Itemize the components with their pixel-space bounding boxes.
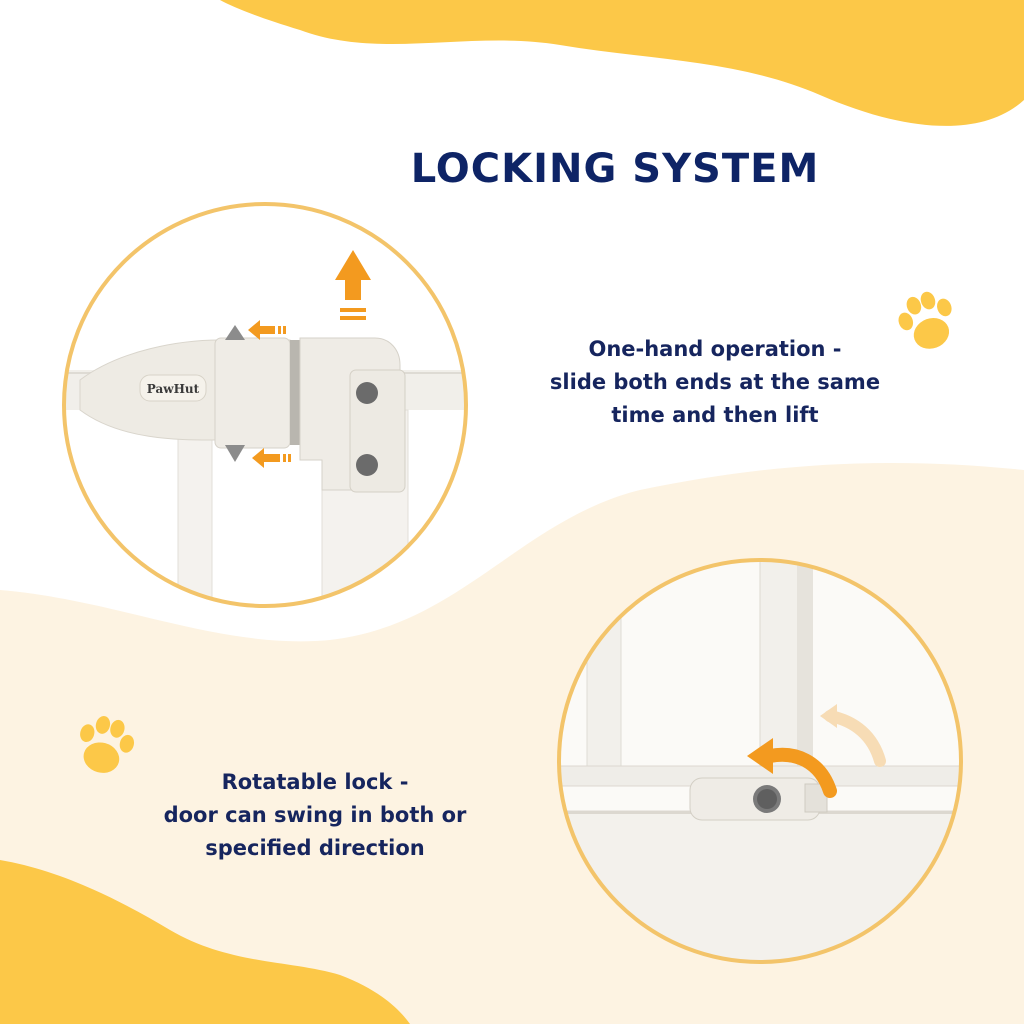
rotatable-lock-closeup-image <box>557 558 963 964</box>
arrow-left-icon <box>252 448 291 468</box>
yellow-blob-bottom <box>0 860 410 1024</box>
page-title: LOCKING SYSTEM <box>410 146 820 192</box>
caption-line: One-hand operation - <box>588 337 842 361</box>
caption-line: door can swing in both or <box>163 803 467 827</box>
feature-caption-one-hand: One-hand operation - slide both ends at … <box>540 333 890 432</box>
caption-line: Rotatable lock - <box>221 770 409 794</box>
arrow-up-icon <box>335 250 371 320</box>
latch-closeup-image: PawHut <box>62 202 468 608</box>
brand-label: PawHut <box>147 382 200 396</box>
feature-caption-rotatable: Rotatable lock - door can swing in both … <box>140 766 490 865</box>
yellow-blob-top <box>220 0 1024 126</box>
paw-icon <box>898 291 952 349</box>
caption-line: specified direction <box>205 836 425 860</box>
caption-line: time and then lift <box>611 403 819 427</box>
caption-line: slide both ends at the same <box>549 370 881 394</box>
arrow-left-icon <box>248 320 286 340</box>
rotate-arrow-icon <box>747 738 837 798</box>
paw-icon <box>80 716 135 773</box>
